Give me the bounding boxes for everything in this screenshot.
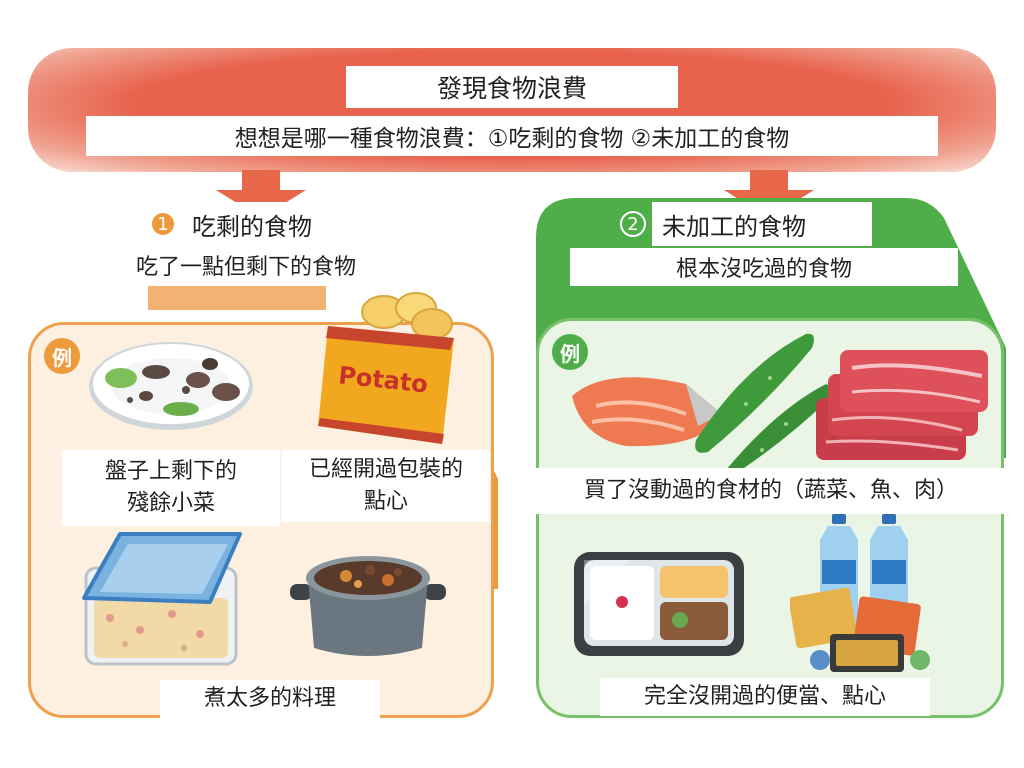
caption-unused-ingredients: 買了沒動過的食材的（蔬菜、魚、肉）	[536, 468, 1006, 514]
page-subtitle: 想想是哪一種食物浪費：①吃剩的食物 ②未加工的食物	[86, 116, 938, 156]
right-heading: 2 未加工的食物	[620, 202, 872, 246]
storage-container-icon	[82, 532, 242, 666]
caption-unopened-bento-snacks: 完全沒開過的便當、點心	[600, 678, 930, 716]
left-number-badge: 1	[150, 211, 176, 237]
left-heading-text: 吃剩的食物	[182, 202, 400, 246]
right-description: 根本沒吃過的食物	[570, 248, 958, 286]
caption-opened-snack: 已經開過包裝的點心	[282, 450, 490, 522]
pot-stew-icon	[290, 556, 446, 656]
left-description-shadow	[148, 286, 326, 310]
caption-snack-line1: 已經開過包裝的	[308, 457, 463, 483]
right-heading-text: 未加工的食物	[652, 202, 872, 246]
caption-plate-line1: 盤子上剩下的	[104, 459, 237, 485]
caption-plate-line2: 殘餘小菜	[126, 491, 215, 516]
plate-leftovers-icon	[89, 342, 253, 430]
meat-icon	[816, 350, 988, 460]
page-title: 發現食物浪費	[346, 66, 678, 108]
caption-snack-line2: 點心	[363, 489, 408, 514]
left-description: 吃了一點但剩下的食物	[52, 246, 440, 284]
left-heading: 1 吃剩的食物	[150, 202, 400, 246]
potato-chips-bag-icon: Potato	[318, 292, 454, 444]
right-example-badge: 例	[552, 334, 588, 370]
caption-cooked-too-much: 煮太多的料理	[160, 680, 380, 718]
right-number-badge: 2	[620, 211, 646, 237]
salmon-icon	[572, 377, 722, 447]
left-example-badge: 例	[44, 338, 80, 374]
cucumber-icon	[695, 333, 832, 474]
bento-box-icon	[574, 552, 744, 656]
caption-plate-leftovers: 盤子上剩下的殘餘小菜	[62, 450, 280, 526]
snack-boxes-icon	[790, 587, 930, 672]
